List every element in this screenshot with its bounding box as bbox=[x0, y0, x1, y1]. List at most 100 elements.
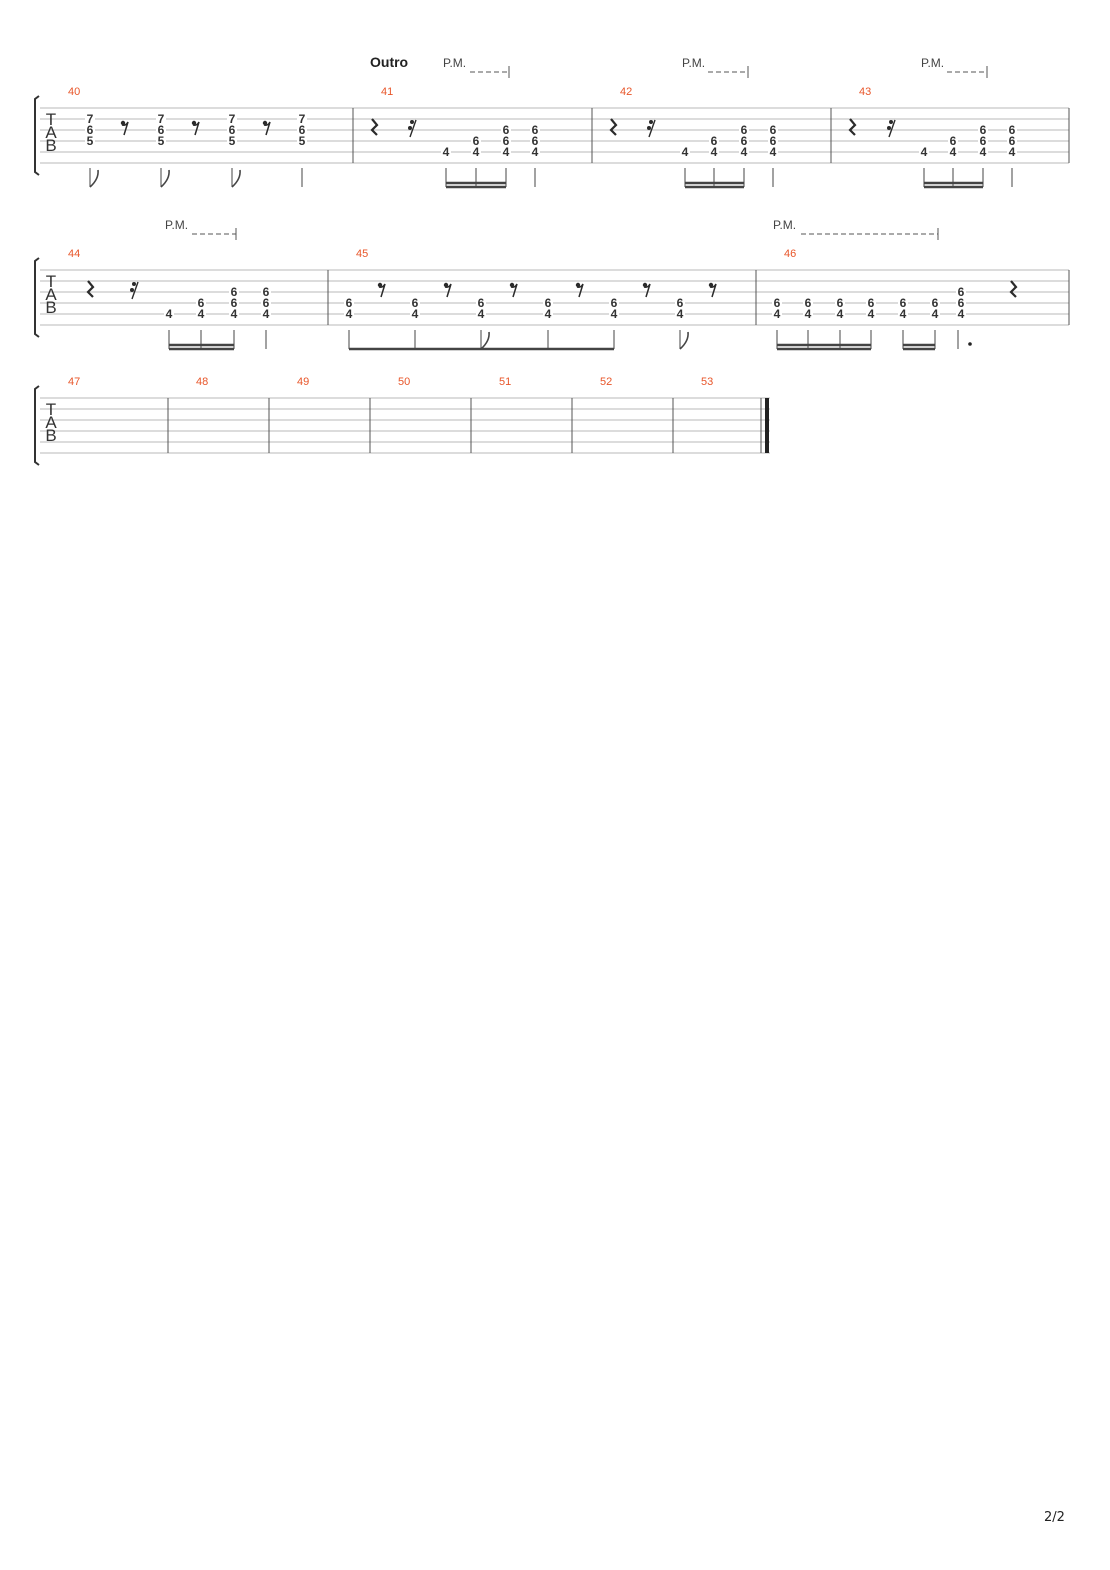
fret-number: 6 bbox=[229, 123, 236, 137]
eighth-rest-dot bbox=[120, 120, 126, 126]
fret-number: 6 bbox=[478, 296, 485, 310]
fret-number: 6 bbox=[900, 296, 907, 310]
fret-bg bbox=[835, 309, 845, 320]
page-number: 2/2 bbox=[1044, 1510, 1065, 1525]
fret-number: 4 bbox=[545, 307, 552, 321]
fret-bg bbox=[978, 147, 988, 158]
system-bracket bbox=[34, 257, 40, 338]
eighth-rest bbox=[576, 283, 584, 298]
eighth-rest bbox=[378, 283, 386, 298]
fret-bg bbox=[835, 298, 845, 309]
sixteenth-rest-dot bbox=[649, 120, 653, 124]
measure-number: 42 bbox=[620, 86, 632, 98]
fret-bg bbox=[803, 298, 813, 309]
fret-number: 6 bbox=[770, 134, 777, 148]
fret-bg bbox=[501, 125, 511, 136]
fret-number: 4 bbox=[1009, 145, 1016, 159]
fret-number: 6 bbox=[263, 285, 270, 299]
fret-bg bbox=[229, 287, 239, 298]
fret-number: 4 bbox=[868, 307, 875, 321]
fret-number: 4 bbox=[611, 307, 618, 321]
fret-number: 4 bbox=[774, 307, 781, 321]
tab-clef-letter: A bbox=[45, 413, 57, 432]
fret-bg bbox=[530, 147, 540, 158]
eighth-rest bbox=[121, 121, 129, 136]
fret-number: 5 bbox=[229, 134, 236, 148]
section-label: Outro bbox=[370, 54, 408, 70]
fret-bg bbox=[156, 136, 166, 147]
tab-clef-letter: B bbox=[45, 298, 56, 317]
fret-bg bbox=[344, 298, 354, 309]
fret-bg bbox=[898, 298, 908, 309]
fret-bg bbox=[609, 309, 619, 320]
fret-number: 6 bbox=[532, 134, 539, 148]
eighth-rest bbox=[263, 121, 271, 136]
dotted-note-dot bbox=[968, 342, 972, 346]
sixteenth-rest-dot bbox=[889, 120, 893, 124]
fret-bg bbox=[410, 298, 420, 309]
fret-bg bbox=[768, 125, 778, 136]
fret-bg bbox=[1007, 136, 1017, 147]
note-flag bbox=[160, 169, 170, 188]
fret-bg bbox=[261, 298, 271, 309]
fret-number: 6 bbox=[545, 296, 552, 310]
fret-bg bbox=[85, 136, 95, 147]
fret-bg bbox=[768, 147, 778, 158]
quarter-rest bbox=[1009, 280, 1018, 298]
tab-clef-letter: A bbox=[45, 123, 57, 142]
fret-number: 6 bbox=[231, 285, 238, 299]
fret-bg bbox=[709, 136, 719, 147]
sixteenth-rest bbox=[888, 119, 896, 138]
fret-bg bbox=[196, 298, 206, 309]
fret-number: 7 bbox=[158, 112, 165, 126]
fret-bg bbox=[898, 309, 908, 320]
fret-bg bbox=[156, 114, 166, 125]
fret-bg bbox=[956, 298, 966, 309]
eighth-rest-dot bbox=[642, 282, 648, 288]
measure-number: 44 bbox=[68, 248, 80, 260]
fret-number: 4 bbox=[711, 145, 718, 159]
fret-bg bbox=[609, 298, 619, 309]
sixteenth-rest-dot bbox=[130, 288, 134, 292]
fret-bg bbox=[441, 147, 451, 158]
fret-number: 6 bbox=[299, 123, 306, 137]
fret-number: 4 bbox=[921, 145, 928, 159]
fret-number: 6 bbox=[611, 296, 618, 310]
tab-clef-letter: T bbox=[46, 110, 56, 129]
fret-bg bbox=[930, 309, 940, 320]
fret-number: 6 bbox=[837, 296, 844, 310]
fret-bg bbox=[476, 309, 486, 320]
measure-number: 48 bbox=[196, 376, 208, 388]
sixteenth-rest bbox=[409, 119, 417, 138]
fret-bg bbox=[85, 114, 95, 125]
fret-bg bbox=[739, 147, 749, 158]
fret-bg bbox=[261, 309, 271, 320]
fret-number: 6 bbox=[503, 123, 510, 137]
fret-number: 6 bbox=[1009, 134, 1016, 148]
eighth-rest-dot bbox=[262, 120, 268, 126]
palm-mute-label: P.M. bbox=[773, 218, 796, 232]
sixteenth-rest bbox=[131, 281, 139, 300]
fret-bg bbox=[410, 309, 420, 320]
fret-number: 6 bbox=[774, 296, 781, 310]
quarter-rest bbox=[86, 280, 95, 298]
fret-number: 4 bbox=[837, 307, 844, 321]
fret-number: 6 bbox=[473, 134, 480, 148]
fret-bg bbox=[948, 136, 958, 147]
fret-number: 7 bbox=[87, 112, 94, 126]
fret-number: 4 bbox=[231, 307, 238, 321]
measure-number: 51 bbox=[499, 376, 511, 388]
fret-number: 4 bbox=[805, 307, 812, 321]
measure-number: 49 bbox=[297, 376, 309, 388]
fret-number: 6 bbox=[677, 296, 684, 310]
eighth-rest bbox=[192, 121, 200, 136]
tab-clef-letter: T bbox=[46, 272, 56, 291]
fret-bg bbox=[675, 309, 685, 320]
fret-bg bbox=[543, 309, 553, 320]
fret-number: 4 bbox=[677, 307, 684, 321]
fret-number: 6 bbox=[980, 123, 987, 137]
eighth-rest-dot bbox=[575, 282, 581, 288]
sixteenth-rest bbox=[648, 119, 656, 138]
fret-number: 4 bbox=[980, 145, 987, 159]
